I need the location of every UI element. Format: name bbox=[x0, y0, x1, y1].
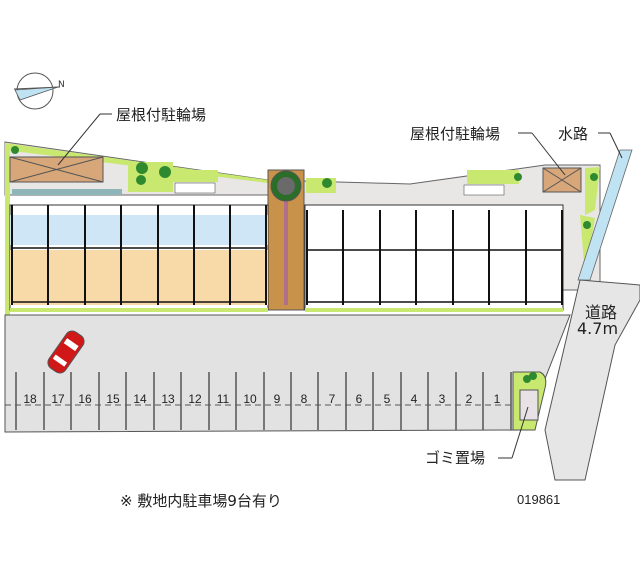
parking-space-10[interactable]: 10 bbox=[243, 392, 257, 406]
building-left bbox=[9, 204, 269, 311]
label-bike-parking-right: 屋根付駐輪場 bbox=[410, 125, 501, 143]
parking-lot[interactable] bbox=[4, 314, 571, 433]
parking-space-18[interactable]: 18 bbox=[23, 392, 37, 406]
waterway bbox=[577, 149, 633, 281]
label-bike-parking-left: 屋根付駐輪場 bbox=[116, 106, 207, 124]
footer-note: ※ 敷地内駐車場9台有り bbox=[120, 492, 282, 510]
label-garbage: ゴミ置場 bbox=[425, 449, 486, 467]
label-road: 道路 bbox=[585, 303, 618, 322]
property-id: 019861 bbox=[517, 492, 561, 507]
bike-parking-right bbox=[542, 167, 582, 193]
compass-icon bbox=[13, 72, 61, 110]
parking-space-16[interactable]: 16 bbox=[78, 392, 92, 406]
parking-space-15[interactable]: 15 bbox=[106, 392, 120, 406]
parking-space-6[interactable]: 6 bbox=[355, 392, 363, 406]
parking-space-11[interactable]: 11 bbox=[216, 392, 230, 406]
parking-space-1[interactable]: 1 bbox=[493, 392, 501, 406]
parking-space-14[interactable]: 14 bbox=[133, 392, 147, 406]
building-right bbox=[304, 204, 564, 311]
north-label: N bbox=[58, 80, 65, 90]
bike-parking-left bbox=[9, 156, 104, 183]
parking-space-4[interactable]: 4 bbox=[410, 392, 418, 406]
label-road-width: 4.7m bbox=[577, 319, 619, 338]
label-waterway: 水路 bbox=[558, 125, 589, 143]
road[interactable] bbox=[544, 279, 640, 481]
parking-space-5[interactable]: 5 bbox=[383, 392, 391, 406]
garbage-area bbox=[512, 371, 547, 431]
parking-space-17[interactable]: 17 bbox=[51, 392, 65, 406]
car-icon bbox=[47, 330, 85, 374]
parking-space-2[interactable]: 2 bbox=[465, 392, 473, 406]
parking-space-12[interactable]: 12 bbox=[188, 392, 202, 406]
parking-space-3[interactable]: 3 bbox=[438, 392, 446, 406]
parking-space-13[interactable]: 13 bbox=[161, 392, 175, 406]
parking-space-7[interactable]: 7 bbox=[328, 392, 336, 406]
parking-space-9[interactable]: 9 bbox=[273, 392, 281, 406]
parking-space-8[interactable]: 8 bbox=[300, 392, 308, 406]
